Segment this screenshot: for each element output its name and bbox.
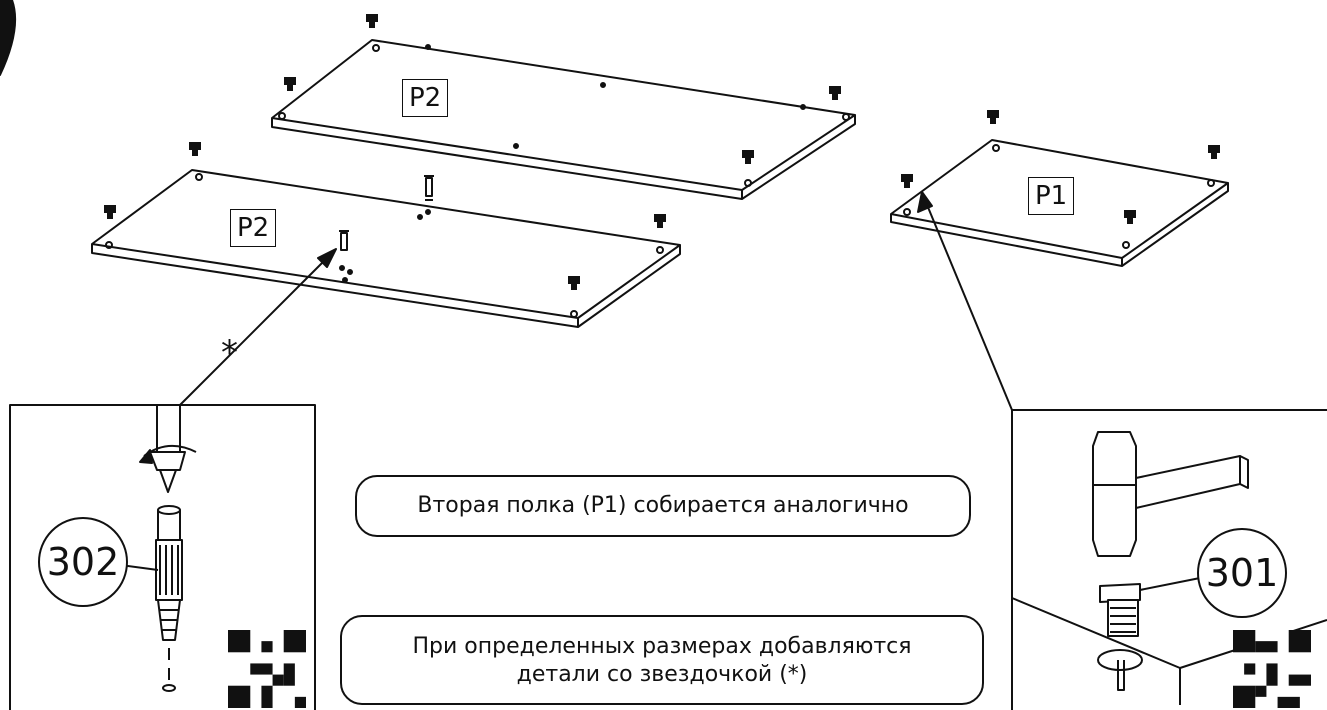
- label-panel-top: P2: [402, 79, 449, 117]
- hammer-icon: [1092, 431, 1249, 557]
- dowel-icon: [155, 505, 183, 692]
- panel-left-p2: [91, 169, 681, 328]
- asterisk-mark: *: [221, 333, 238, 373]
- part-code-301: 301: [1197, 528, 1287, 618]
- leader-301: [1139, 577, 1201, 591]
- panel-top-p2: [271, 39, 856, 200]
- arrow-left: [179, 248, 337, 406]
- qr-code-icon: [1233, 630, 1311, 708]
- screwdriver-rotate-icon: [139, 405, 197, 493]
- arrow-right: [917, 191, 1013, 411]
- cam-fittings: [104, 14, 1220, 290]
- step-marker-fragment: [0, 0, 17, 76]
- cam-lock-icon: [1097, 583, 1143, 691]
- part-code-302: 302: [38, 517, 128, 607]
- qr-code-icon: [228, 630, 306, 708]
- note-line2: детали со звездочкой (*): [516, 662, 808, 687]
- note-line1: При определенных размерах добавляются: [412, 634, 912, 659]
- note-second-shelf: Вторая полка (Р1) собирается аналогично: [355, 475, 971, 537]
- note-optional-parts: При определенных размерах добавляются де…: [340, 615, 984, 705]
- label-panel-right: P1: [1028, 177, 1075, 215]
- label-panel-left: P2: [230, 209, 277, 247]
